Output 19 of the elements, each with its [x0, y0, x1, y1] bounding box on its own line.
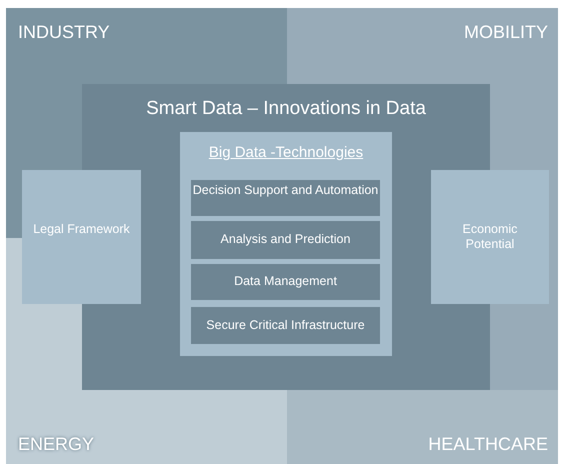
topic-box	[191, 221, 380, 259]
topic-box	[191, 307, 380, 344]
topic-label: Data Management	[233, 274, 338, 289]
region-label: HEALTHCARE	[428, 434, 548, 456]
side-label: Legal Framework	[32, 222, 131, 237]
topic-label: Secure Critical Infrastructure	[205, 318, 366, 333]
panel-title: Big Data -Technologies	[208, 144, 364, 162]
topic-box	[191, 180, 380, 216]
panel	[180, 132, 392, 356]
side-box	[431, 170, 549, 304]
panel-title: Smart Data – Innovations in Data	[145, 98, 427, 121]
region-label: ENERGY	[18, 434, 94, 456]
side-box	[22, 170, 141, 304]
topic-label: Decision Support and Automation	[192, 183, 380, 198]
region-label: MOBILITY	[464, 22, 548, 44]
topic-label: Analysis and Prediction	[220, 232, 352, 247]
side-label: Economic Potential	[462, 222, 518, 252]
topic-box	[191, 264, 380, 300]
region-label: INDUSTRY	[18, 22, 110, 44]
